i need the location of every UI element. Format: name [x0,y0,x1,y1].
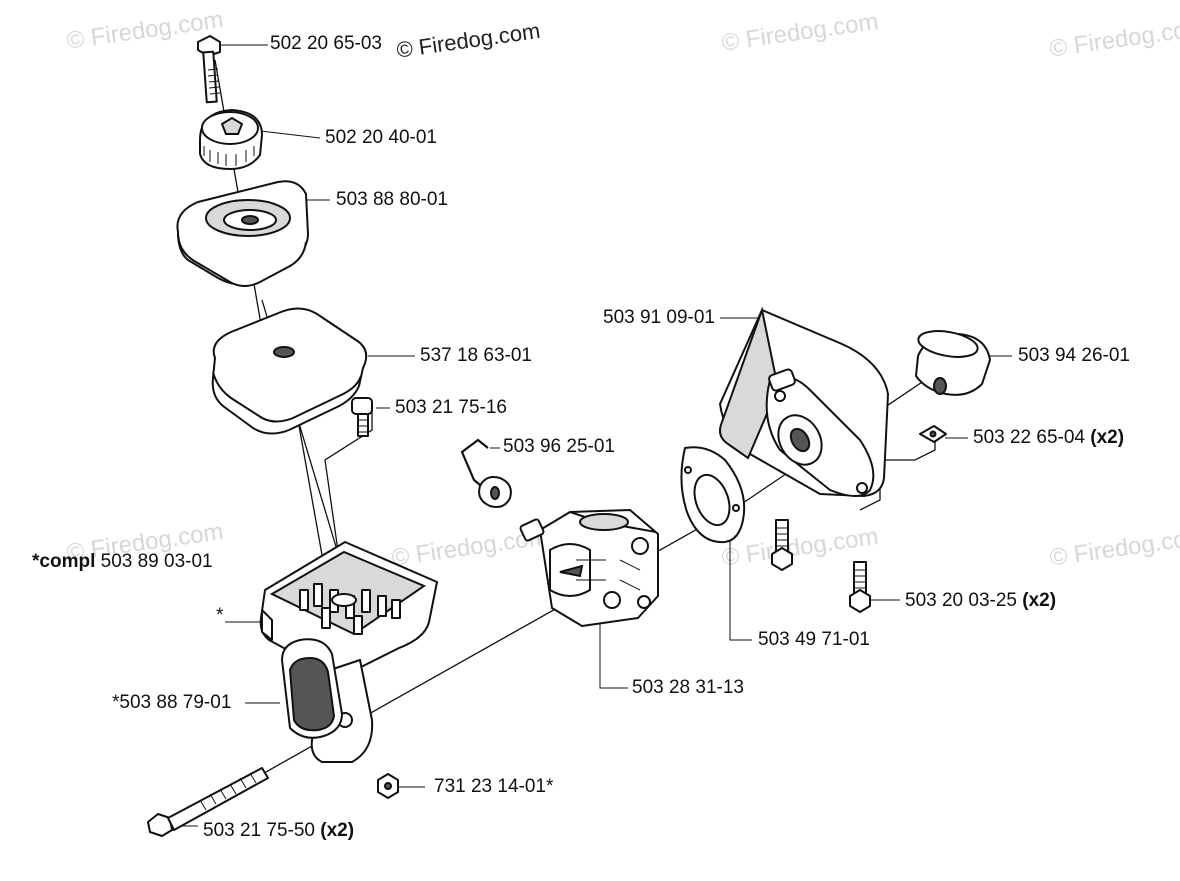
part-label-503-22-65-04: 503 22 65-04 (x2) [973,427,1124,449]
knob-nut-502-20-40-01 [199,109,263,170]
intake-adapter-503-91-09-01 [719,306,889,497]
part-number: 503 21 75-50 [203,820,315,841]
air-filter-537-18-63-01 [211,307,368,435]
asterisk-marker: * [216,605,224,626]
choke-knob-503-88-79-01 [281,638,343,739]
part-label-compl-503-89-03-01: *compl 503 89 03-01 [32,551,213,573]
part-label-503-21-75-16: 503 21 75-16 [395,397,507,418]
quantity: (x2) [1022,590,1057,611]
quantity: (x2) [1090,427,1125,448]
part-label-503-20-03-25: 503 20 03-25 (x2) [905,590,1056,612]
gasket-503-49-71-01 [680,446,746,544]
bolt-502-20-65-03 [197,35,221,104]
screw-503-20-03-25 [771,519,871,613]
part-label-503-96-25-01: 503 96 25-01 [503,436,615,457]
washer-503-22-65-04 [919,425,947,443]
part-label-502-20-65-03: 502 20 65-03 [270,33,382,54]
part-number: 503 89 03-01 [100,551,213,572]
sleeve-503-94-26-01 [915,330,991,396]
carburetor-503-28-31-13 [519,509,659,627]
part-label-502-20-40-01: 502 20 40-01 [325,127,437,148]
part-label-503-94-26-01: 503 94 26-01 [1018,345,1130,366]
part-label-503-88-79-01: *503 88 79-01 [112,692,232,713]
quantity: (x2) [320,820,355,841]
filter-cover-503-88-80-01 [176,180,309,287]
bolt-503-21-75-50 [147,767,269,837]
part-label-503-21-75-50: 503 21 75-50 (x2) [203,820,354,842]
part-label-503-88-80-01: 503 88 80-01 [336,189,448,210]
part-label-503-28-31-13: 503 28 31-13 [632,677,744,698]
part-label-503-49-71-01: 503 49 71-01 [758,629,870,650]
compl-prefix: *compl [32,551,96,572]
part-label-503-91-09-01: 503 91 09-01 [603,307,715,328]
part-number: 503 20 03-25 [905,590,1017,611]
screw-503-21-75-16 [351,397,373,437]
choke-rod-503-96-25-01 [460,438,512,508]
part-label-537-18-63-01: 537 18 63-01 [420,345,532,366]
part-number: 503 22 65-04 [973,427,1085,448]
part-label-731-23-14-01: 731 23 14-01* [434,776,554,797]
nut-731-23-14-01 [377,773,399,799]
